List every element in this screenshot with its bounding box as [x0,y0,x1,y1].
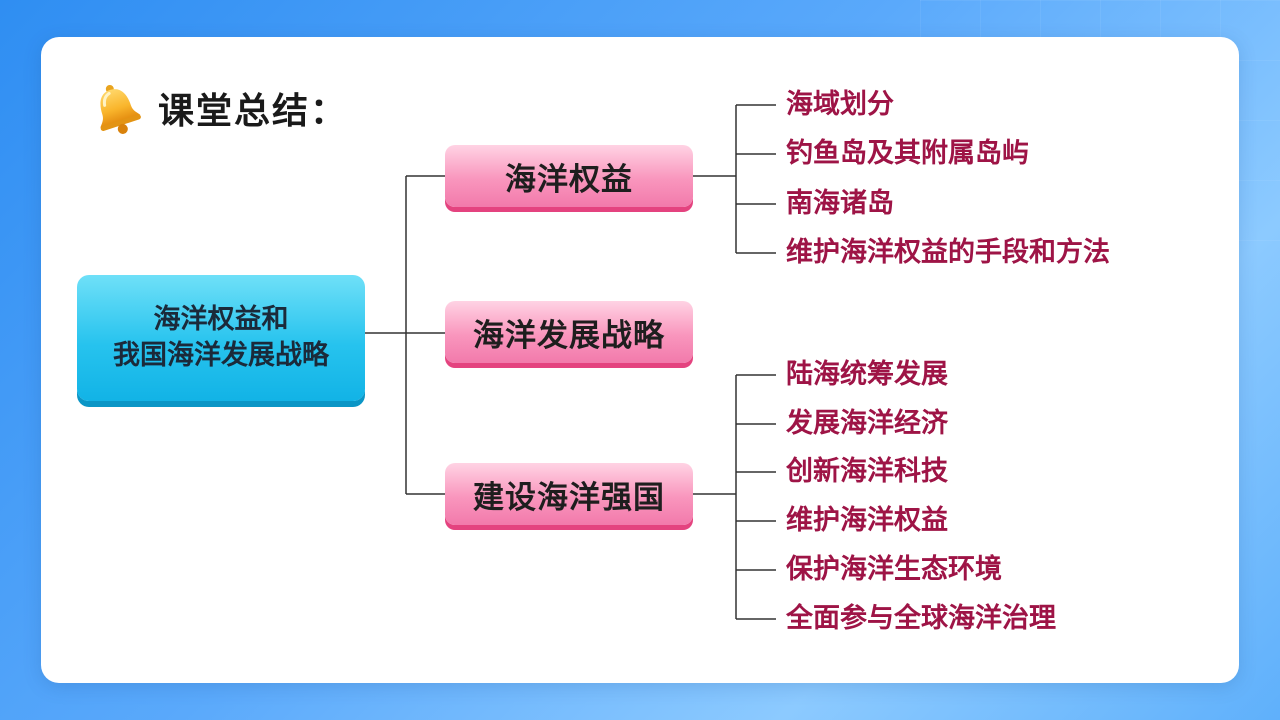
branch-node-maritime-strategy: 海洋发展战略 [445,301,693,363]
leaf-node: 维护海洋权益 [786,505,948,536]
page-title: 课堂总结： [158,91,349,132]
leaf-node: 南海诸岛 [786,188,894,219]
leaf-node: 钓鱼岛及其附属岛屿 [786,138,1029,169]
leaf-node: 保护海洋生态环境 [786,554,1002,585]
leaf-node: 维护海洋权益的手段和方法 [786,237,1110,268]
leaf-node: 海域划分 [786,89,894,120]
branch-node-maritime-power: 建设海洋强国 [445,463,693,525]
root-node-line-1: 海洋权益和 [153,304,289,335]
leaf-node: 全面参与全球海洋治理 [786,603,1056,634]
root-node: 海洋权益和 我国海洋发展战略 [77,275,365,401]
root-node-line-2: 我国海洋发展战略 [113,340,329,371]
leaf-node: 发展海洋经济 [786,408,948,439]
leaf-node: 陆海统筹发展 [786,359,948,390]
leaf-node: 创新海洋科技 [786,456,948,487]
bell-icon [100,84,141,134]
slide-header: 课堂总结： [88,80,348,136]
branch-node-maritime-rights: 海洋权益 [445,145,693,207]
